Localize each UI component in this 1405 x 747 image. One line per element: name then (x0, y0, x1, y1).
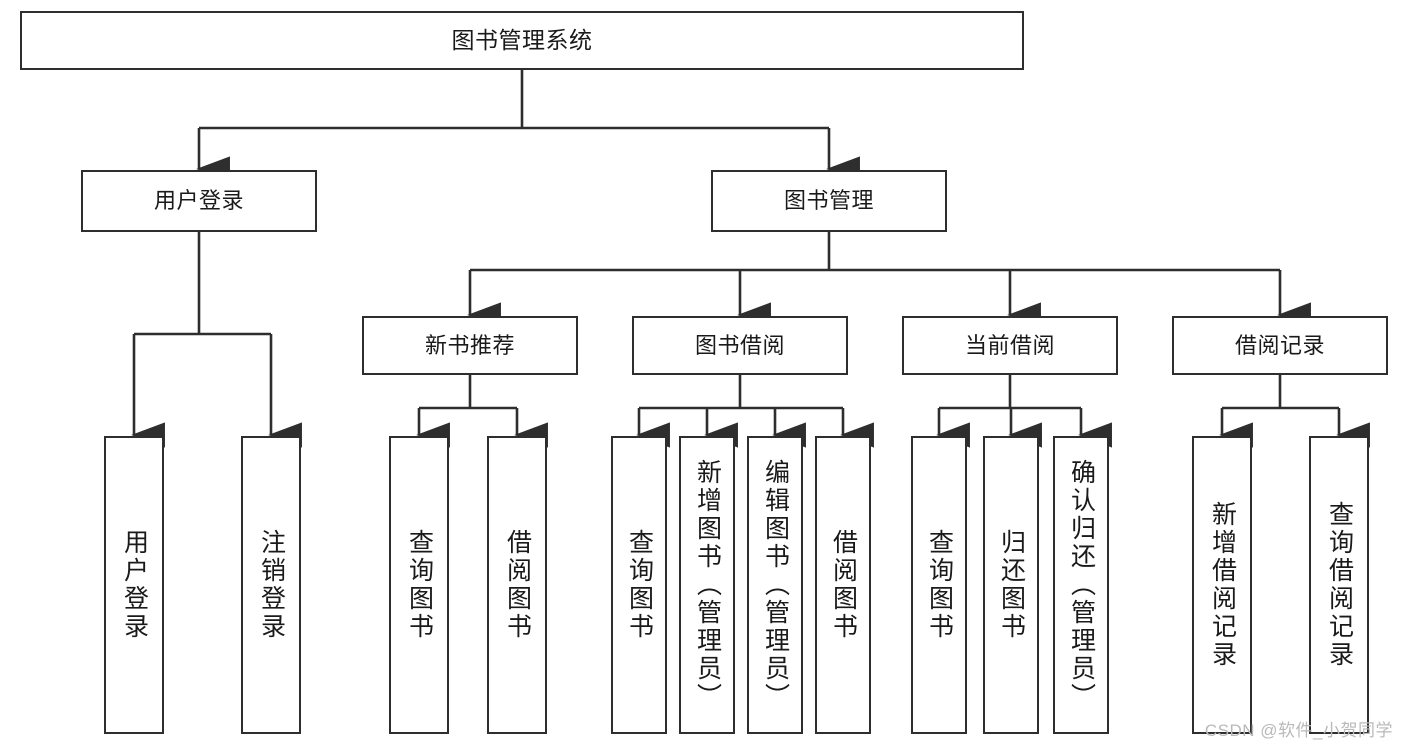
node-leaf-rcd-query: 查询借阅记录 (1309, 436, 1369, 734)
node-label: 借阅图书 (503, 529, 532, 641)
node-label: 用户登录 (120, 529, 149, 641)
node-new-book-rec: 新书推荐 (362, 316, 578, 375)
node-label: 图书借阅 (694, 332, 785, 358)
node-borrow-record: 借阅记录 (1172, 316, 1388, 375)
node-label: 编辑图书（管理员） (761, 459, 790, 711)
node-leaf-brw-edit: 编辑图书（管理员） (747, 436, 803, 734)
node-label: 查询图书 (925, 529, 954, 641)
node-leaf-rcd-add: 新增借阅记录 (1192, 436, 1252, 734)
node-label: 注销登录 (257, 529, 286, 641)
node-label: 新增图书（管理员） (693, 459, 722, 711)
node-leaf-cur-confirm: 确认归还（管理员） (1053, 436, 1109, 734)
node-label: 查询图书 (625, 529, 654, 641)
node-leaf-brw-lend: 借阅图书 (815, 436, 871, 734)
node-label: 查询图书 (405, 529, 434, 641)
node-label: 借阅图书 (829, 529, 858, 641)
node-label: 新书推荐 (424, 332, 515, 358)
node-label: 用户登录 (153, 188, 244, 214)
node-label: 图书管理 (783, 188, 874, 214)
node-label: 确认归还（管理员） (1067, 459, 1096, 711)
node-label: 查询借阅记录 (1325, 501, 1354, 669)
node-leaf-user-login: 用户登录 (104, 436, 164, 734)
node-current-borrow: 当前借阅 (902, 316, 1118, 375)
node-label: 当前借阅 (964, 332, 1055, 358)
node-leaf-cur-query: 查询图书 (911, 436, 967, 734)
node-leaf-rec-borrow: 借阅图书 (487, 436, 547, 734)
node-leaf-user-logout: 注销登录 (241, 436, 301, 734)
node-leaf-cur-return: 归还图书 (983, 436, 1039, 734)
node-root: 图书管理系统 (20, 11, 1024, 70)
node-label: 图书管理系统 (451, 26, 593, 53)
node-leaf-brw-query: 查询图书 (611, 436, 667, 734)
node-book-borrow: 图书借阅 (632, 316, 848, 375)
node-label: 借阅记录 (1234, 332, 1325, 358)
watermark: CSDN @软件_小贺同学 (1204, 721, 1393, 740)
node-leaf-rec-query: 查询图书 (389, 436, 449, 734)
node-user-login: 用户登录 (81, 170, 317, 232)
node-label: 新增借阅记录 (1208, 501, 1237, 669)
node-book-manage: 图书管理 (711, 170, 947, 232)
node-label: 归还图书 (997, 529, 1026, 641)
node-leaf-brw-add: 新增图书（管理员） (679, 436, 735, 734)
